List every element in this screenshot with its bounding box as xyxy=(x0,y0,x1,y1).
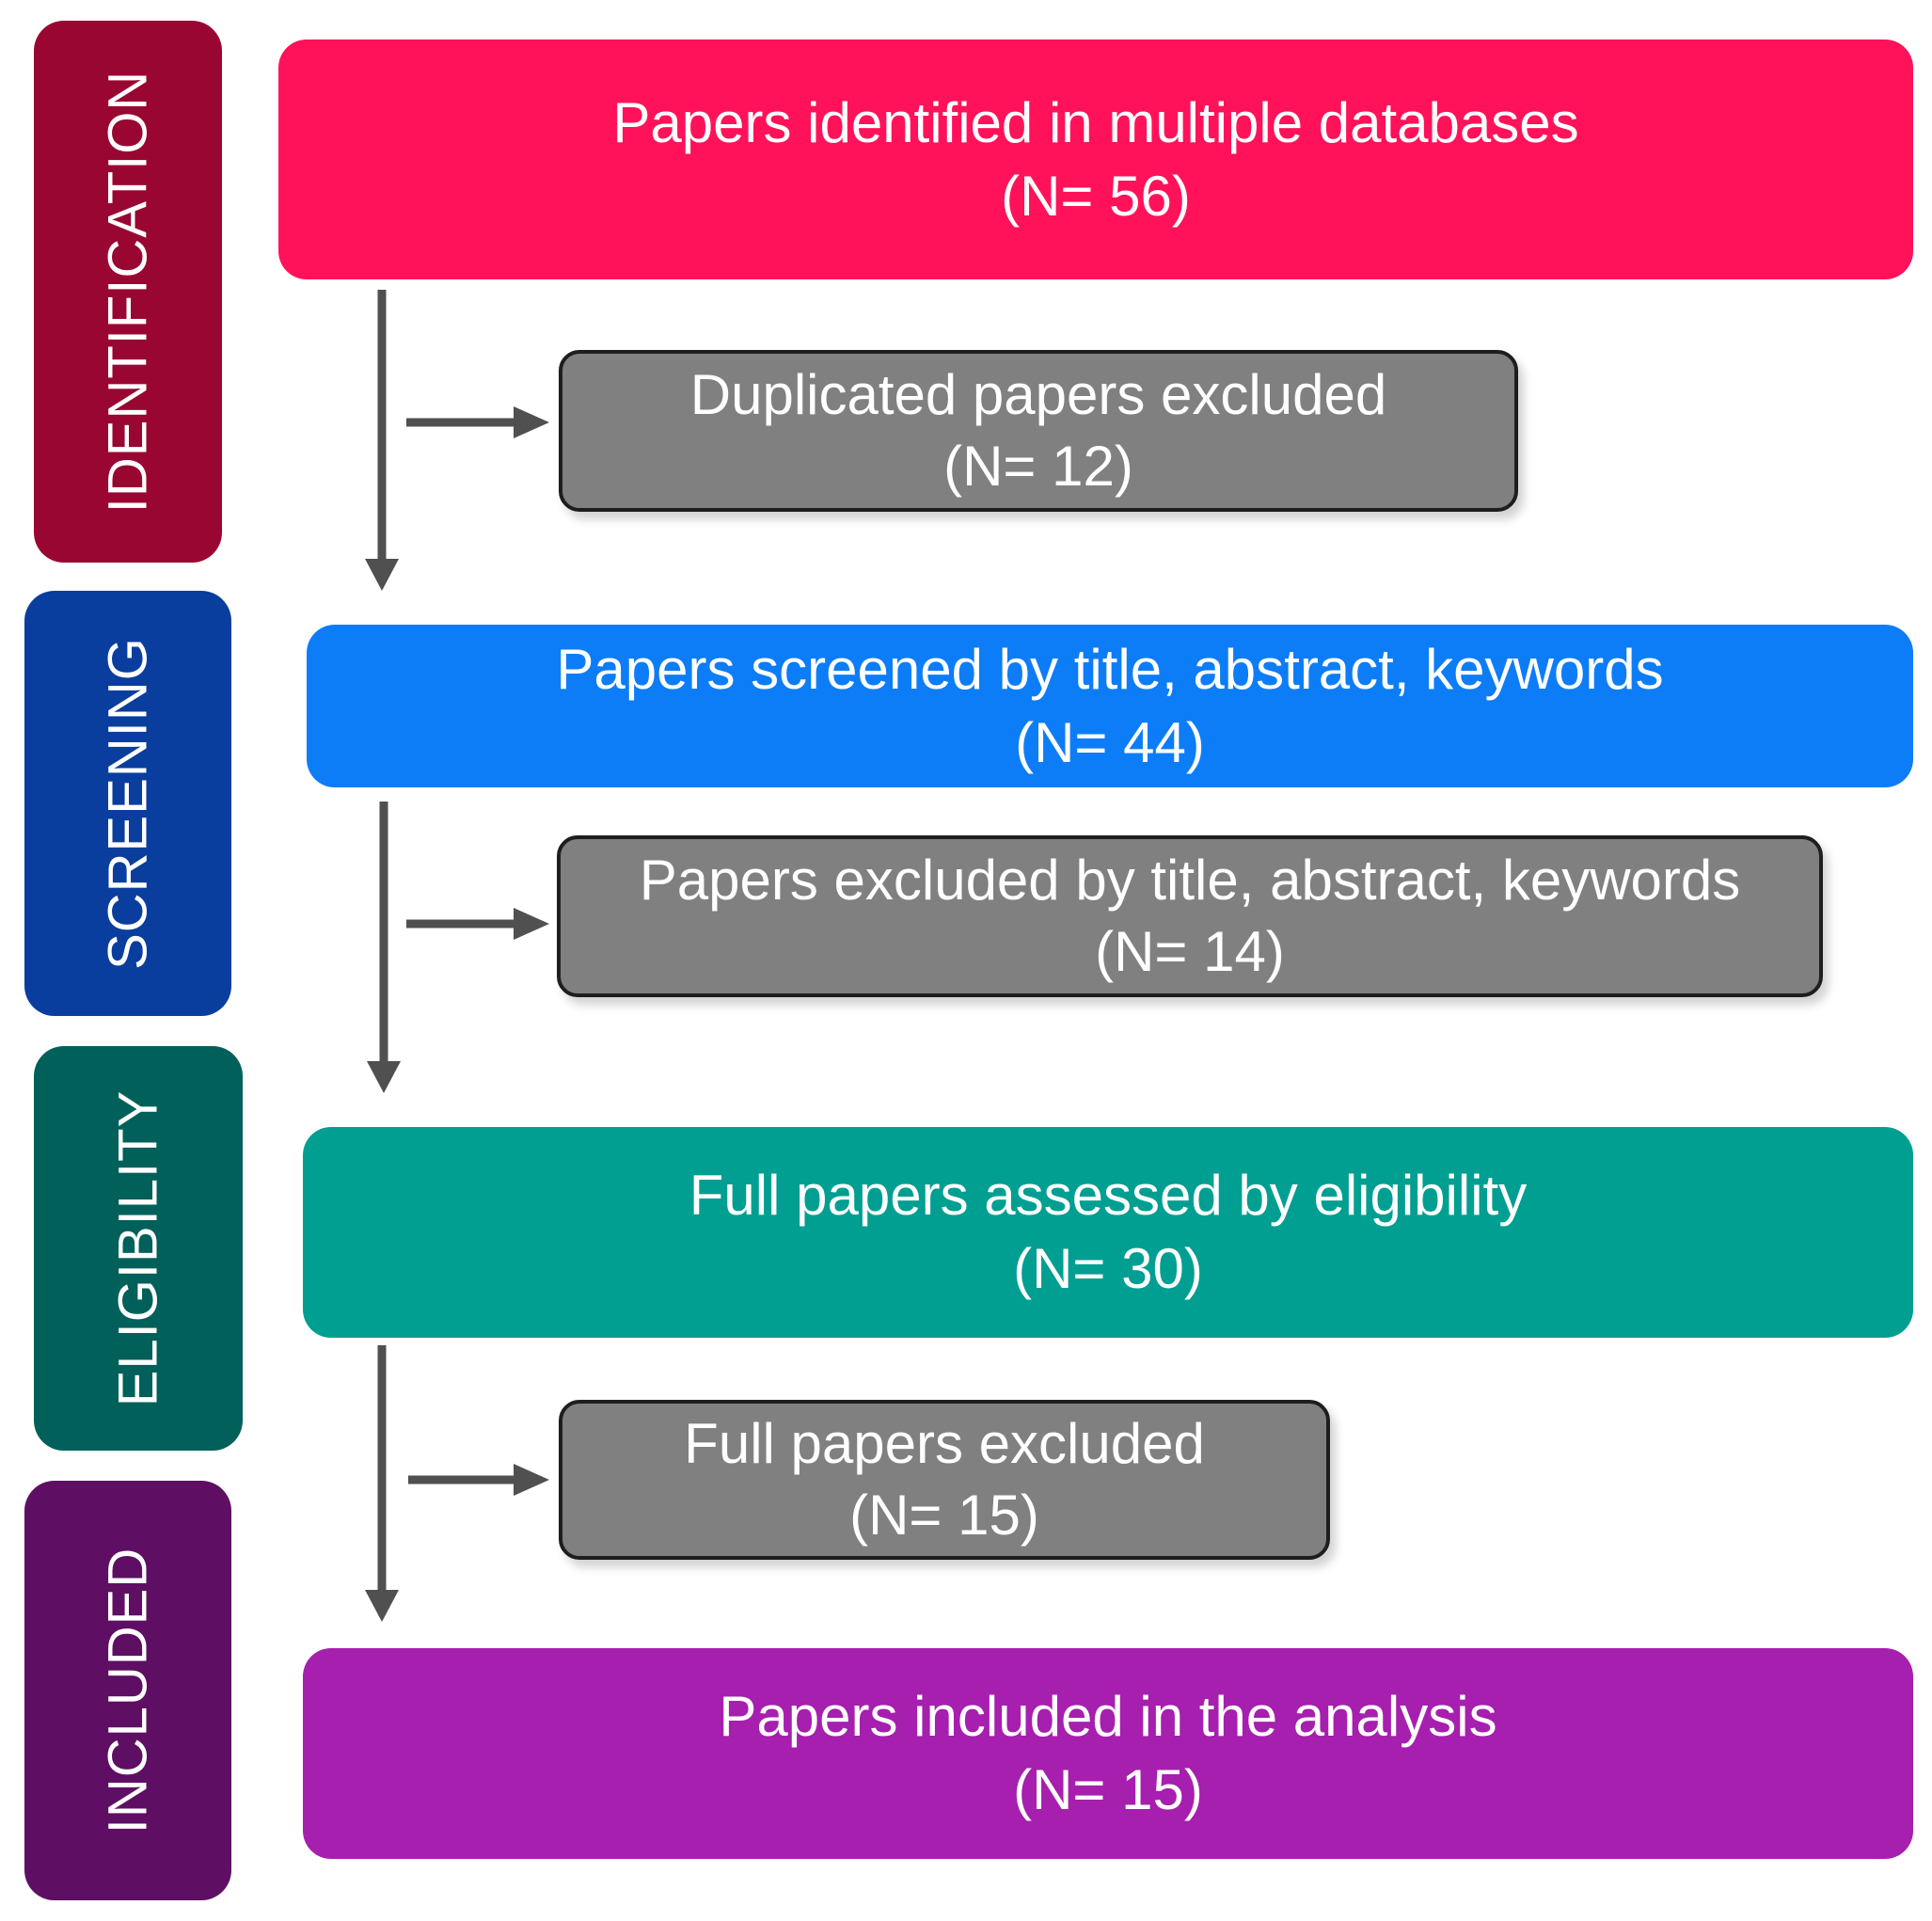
stage-identification: IDENTIFICATION xyxy=(34,21,222,563)
box-included: Papers included in the analysis (N= 15) xyxy=(303,1648,1913,1859)
arrow-down-identification-head xyxy=(365,559,399,591)
stage-eligibility-label: ELIGIBILITY xyxy=(107,1089,169,1407)
box-excluded-screening-text: Papers excluded by title, abstract, keyw… xyxy=(639,849,1741,912)
stage-included-label: INCLUDED xyxy=(97,1547,159,1834)
box-included-count: (N= 15) xyxy=(1013,1758,1203,1821)
stage-identification-label: IDENTIFICATION xyxy=(97,70,159,514)
box-included-text: Papers included in the analysis xyxy=(719,1685,1497,1748)
stage-included: INCLUDED xyxy=(24,1481,231,1900)
box-excluded-screening: Papers excluded by title, abstract, keyw… xyxy=(557,835,1823,997)
box-identified-text: Papers identified in multiple databases xyxy=(612,90,1579,154)
stage-screening: SCREENING xyxy=(24,591,231,1016)
box-duplicates-count: (N= 12) xyxy=(943,435,1133,498)
box-duplicates-text: Duplicated papers excluded xyxy=(689,363,1387,426)
box-screened-count: (N= 44) xyxy=(1015,710,1205,774)
arrow-right-excluded-screening-head xyxy=(514,908,549,940)
box-excluded-full-count: (N= 15) xyxy=(849,1484,1039,1547)
box-identified-count: (N= 56) xyxy=(1001,164,1191,228)
box-screened-text: Papers screened by title, abstract, keyw… xyxy=(556,637,1664,701)
stage-screening-label: SCREENING xyxy=(97,637,159,970)
arrow-right-excluded-full-head xyxy=(514,1464,549,1496)
box-assessed-text: Full papers assessed by eligibility xyxy=(689,1164,1528,1227)
box-identified: Papers identified in multiple databases … xyxy=(278,40,1913,279)
box-assessed: Full papers assessed by eligibility (N= … xyxy=(303,1127,1913,1338)
box-assessed-count: (N= 30) xyxy=(1013,1237,1203,1300)
box-duplicates: Duplicated papers excluded (N= 12) xyxy=(559,350,1518,512)
box-excluded-screening-count: (N= 14) xyxy=(1095,920,1285,983)
box-excluded-full-text: Full papers excluded xyxy=(684,1412,1205,1475)
box-screened: Papers screened by title, abstract, keyw… xyxy=(307,625,1913,787)
box-excluded-full: Full papers excluded (N= 15) xyxy=(559,1400,1330,1560)
arrow-right-duplicates-head xyxy=(514,406,549,438)
arrow-down-screening-head xyxy=(367,1061,401,1093)
arrow-down-eligibility-head xyxy=(365,1590,399,1622)
stage-eligibility: ELIGIBILITY xyxy=(34,1046,243,1451)
